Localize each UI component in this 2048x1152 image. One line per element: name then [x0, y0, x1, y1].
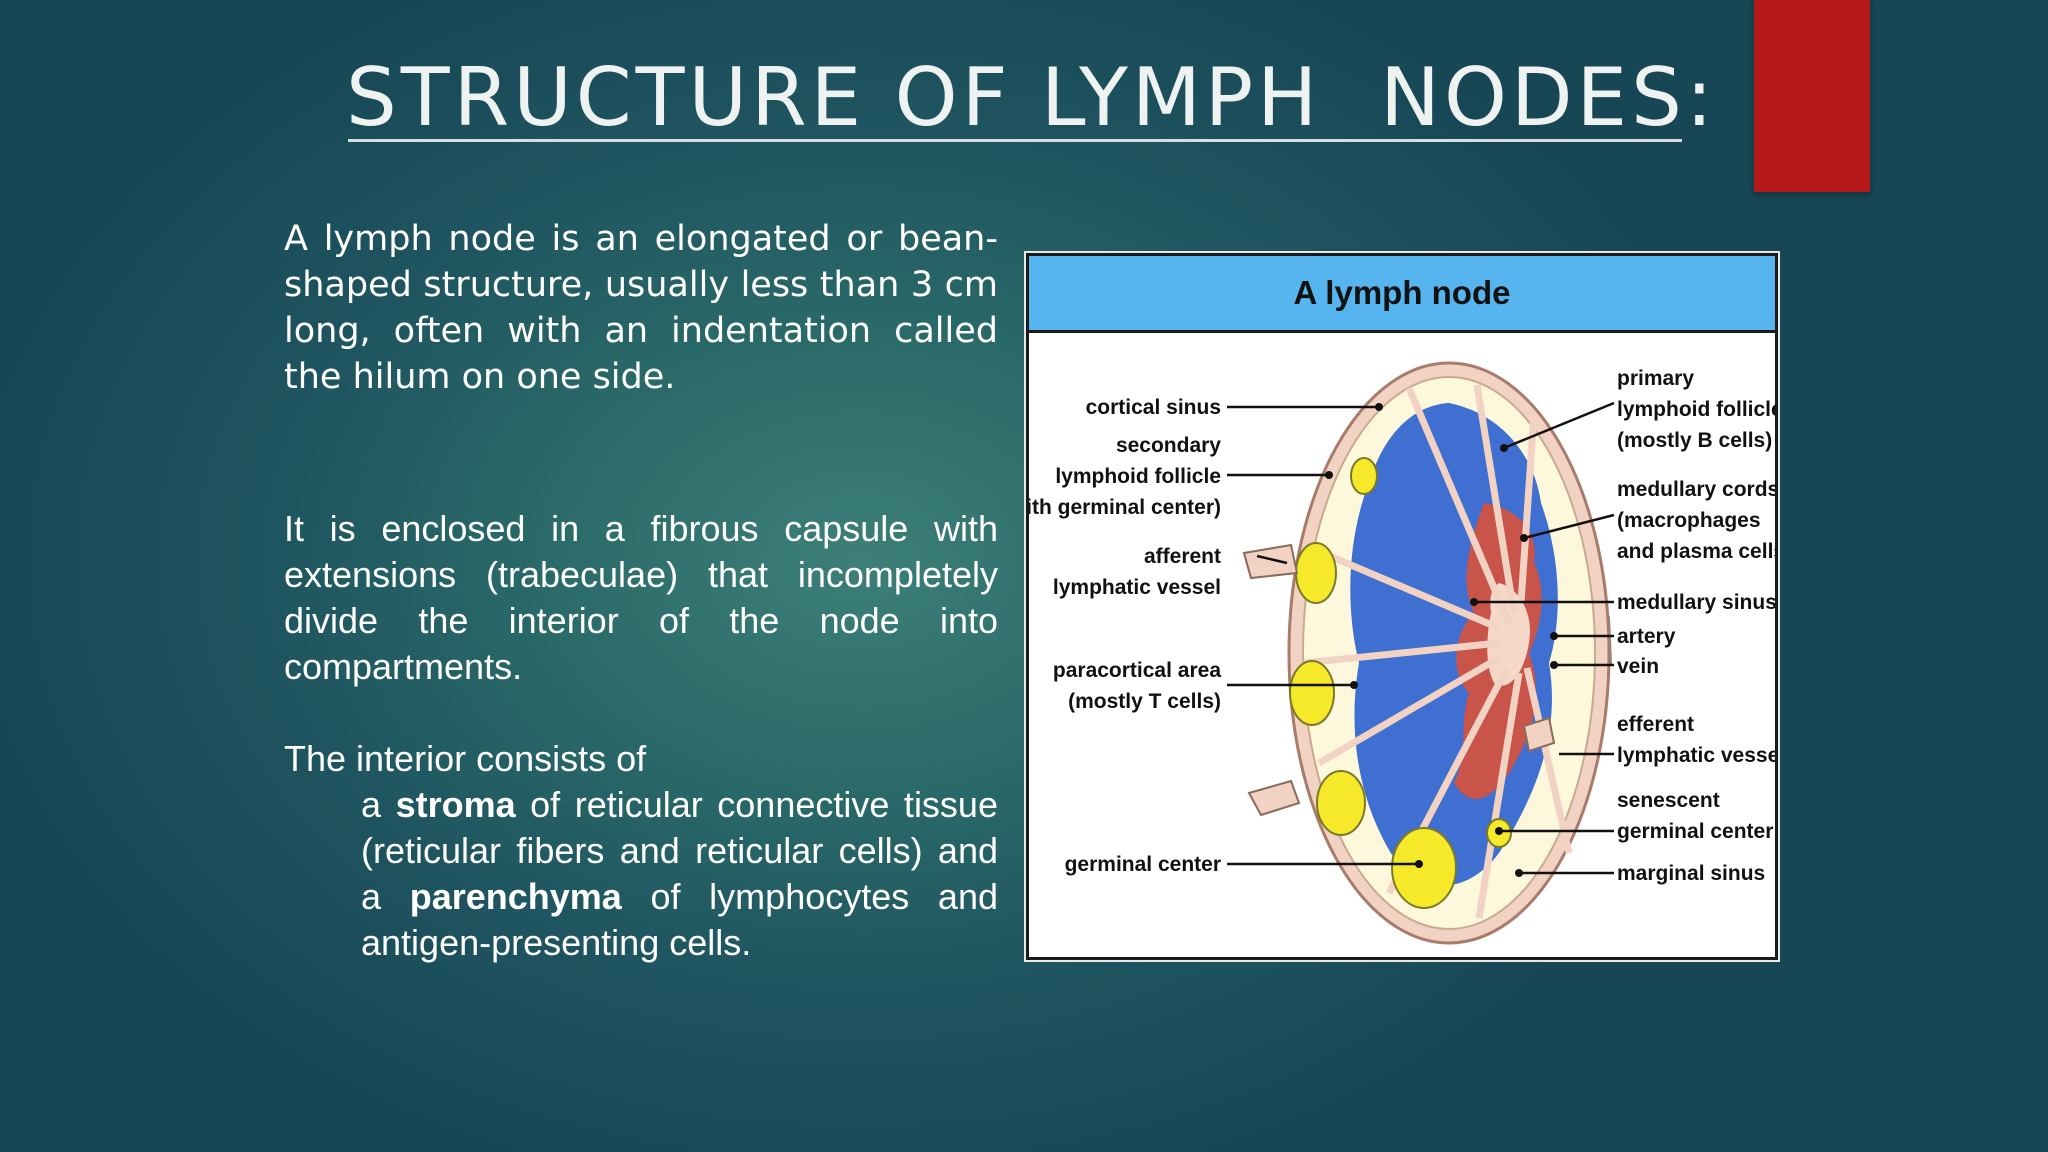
follicle: [1289, 660, 1335, 726]
label-primary-3: (mostly B cells): [1617, 429, 1772, 452]
label-cortical-sinus: cortical sinus: [1086, 396, 1221, 419]
red-accent-tab: [1754, 0, 1870, 192]
label-efferent-1: efferent: [1617, 713, 1694, 736]
interior-description: a stroma of reticular connective tissue …: [361, 782, 998, 966]
label-medullary-sinus: medullary sinus: [1617, 591, 1775, 614]
label-senescent-2: germinal center: [1617, 820, 1773, 843]
interior-text-3: of lymphocytes and antigen-presenting ce…: [361, 876, 998, 963]
label-artery: artery: [1617, 625, 1676, 648]
leader-lines: [1227, 401, 1615, 875]
parenchyma-term: parenchyma: [409, 876, 622, 917]
capsule-paragraph: It is enclosed in a fibrous capsule with…: [284, 508, 998, 687]
label-primary-2: lymphoid follicle: [1617, 398, 1775, 421]
follicles: [1289, 457, 1512, 909]
title-underline: [348, 139, 1682, 142]
label-secondary-2: lymphoid follicle: [1055, 465, 1221, 488]
label-afferent-2: lymphatic vessel: [1053, 576, 1221, 599]
label-medcords-2: (macrophages: [1617, 509, 1761, 532]
trabeculae: [1303, 384, 1573, 919]
interior-text-2: of reticular connective tissue (reticula…: [361, 784, 998, 917]
follicle: [1316, 770, 1366, 836]
leader-dots: [1325, 403, 1558, 877]
secondary-follicle: [1350, 457, 1378, 495]
label-medcords-1: medullary cords: [1617, 478, 1775, 501]
interior-intro: The interior consists of: [284, 738, 647, 779]
label-medcords-3: and plasma cells): [1617, 540, 1775, 563]
intro-paragraph: A lymph node is an elongated or bean-sha…: [284, 219, 998, 397]
label-paracortical-2: (mostly T cells): [1068, 690, 1221, 713]
label-afferent-1: afferent: [1144, 545, 1221, 568]
afferent-vessels: [1242, 543, 1556, 817]
label-vein: vein: [1617, 655, 1659, 678]
label-primary-1: primary: [1617, 367, 1694, 390]
follicle: [1295, 542, 1337, 604]
label-secondary-1: secondary: [1116, 434, 1221, 457]
slide-title: STRUCTURE OF LYMPH NODES:: [346, 51, 1717, 144]
label-secondary-3: (with germinal center): [1029, 496, 1221, 519]
label-germinal-center: germinal center: [1065, 853, 1221, 876]
label-marginal-sinus: marginal sinus: [1617, 862, 1765, 885]
stroma-term: stroma: [395, 784, 516, 825]
lymph-node-diagram: cortical sinus secondary lymphoid follic…: [1029, 361, 1775, 945]
lymph-node-figure: A lymph node: [1024, 251, 1780, 962]
interior-text-1: a: [361, 784, 396, 825]
label-senescent-1: senescent: [1617, 789, 1720, 812]
figure-title: A lymph node: [1029, 256, 1775, 333]
label-efferent-2: lymphatic vessel: [1617, 744, 1775, 767]
germinal-center-follicle: [1391, 827, 1457, 909]
label-paracortical-1: paracortical area: [1053, 659, 1221, 682]
